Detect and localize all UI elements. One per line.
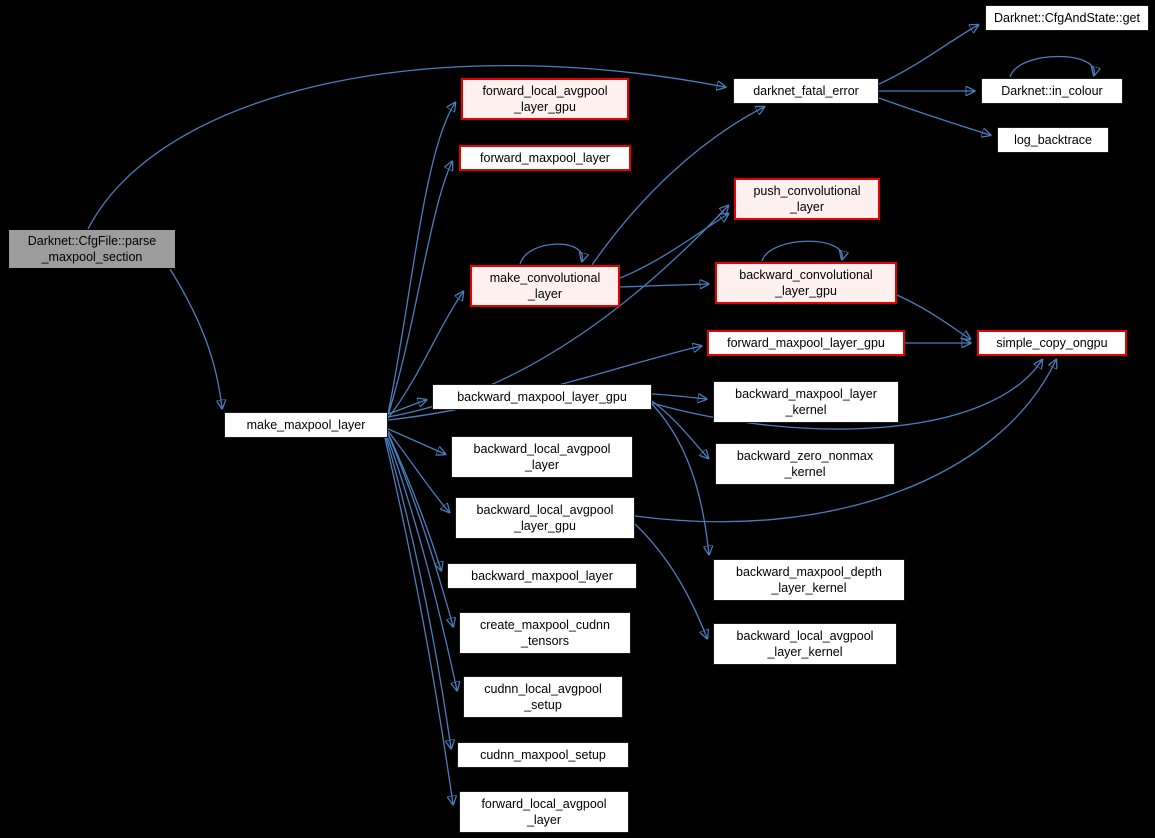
node-backward-maxpool-layer-kernel[interactable]: backward_maxpool_layer _kernel — [713, 381, 899, 423]
edge-backward-maxpool-gpu-to-depth-kernel — [651, 403, 709, 554]
edge-backward-maxpool-gpu-to-kernel — [651, 394, 706, 399]
edge-make-conv-self-loop — [519, 243, 582, 265]
edge-make-conv-to-backward-conv-gpu — [619, 284, 708, 287]
edge-parse-to-make-maxpool-layer — [169, 268, 222, 408]
edge-make-maxpool-to-backward-local-avgpool-layer-gpu — [387, 430, 449, 512]
edge-make-conv-to-darknet-fatal-error — [591, 107, 764, 266]
node-forward-maxpool-layer-gpu[interactable]: forward_maxpool_layer_gpu — [707, 330, 905, 356]
node-backward-convolutional-layer-gpu[interactable]: backward_convolutional _layer_gpu — [715, 262, 897, 304]
node-backward-maxpool-layer-gpu[interactable]: backward_maxpool_layer_gpu — [432, 384, 652, 410]
node-forward-local-avgpool-layer[interactable]: forward_local_avgpool _layer — [459, 791, 629, 833]
edge-make-maxpool-to-make-convolutional-layer — [387, 292, 463, 419]
node-backward-local-avgpool-layer[interactable]: backward_local_avgpool _layer — [451, 436, 633, 478]
node-push-convolutional-layer[interactable]: push_convolutional _layer — [734, 178, 880, 220]
node-forward-local-avgpool-layer-gpu[interactable]: forward_local_avgpool _layer_gpu — [461, 78, 629, 120]
edge-make-maxpool-to-forward-local-avgpool-layer — [384, 437, 453, 804]
node-make-convolutional-layer[interactable]: make_convolutional _layer — [470, 265, 620, 307]
node-darknet-fatal-error[interactable]: darknet_fatal_error — [733, 78, 879, 104]
node-backward-local-avgpool-layer-gpu[interactable]: backward_local_avgpool _layer_gpu — [455, 497, 635, 539]
edge-make-maxpool-to-forward-maxpool-layer — [387, 162, 452, 416]
node-forward-maxpool-layer[interactable]: forward_maxpool_layer — [459, 145, 631, 171]
node-cudnn-local-avgpool-setup[interactable]: cudnn_local_avgpool _setup — [463, 676, 623, 718]
edge-in-colour-self-loop — [1009, 55, 1094, 77]
node-backward-zero-nonmax-kernel[interactable]: backward_zero_nonmax _kernel — [715, 443, 895, 485]
node-backward-local-avgpool-layer-kernel[interactable]: backward_local_avgpool _layer_kernel — [713, 623, 897, 665]
node-backward-maxpool-layer[interactable]: backward_maxpool_layer — [447, 563, 637, 589]
node-cfgandstate-get[interactable]: Darknet::CfgAndState::get — [985, 5, 1149, 31]
edge-backward-local-avgpool-gpu-to-kernel — [634, 523, 707, 638]
node-log-backtrace[interactable]: log_backtrace — [997, 127, 1109, 153]
edge-backward-conv-gpu-to-simple-copy — [896, 294, 970, 339]
edge-make-maxpool-to-cudnn-local-avgpool-setup — [386, 435, 457, 690]
edge-make-conv-to-push-convolutional-layer — [619, 214, 728, 279]
edge-make-maxpool-to-backward-maxpool-layer — [387, 432, 441, 570]
node-cudnn-maxpool-setup[interactable]: cudnn_maxpool_setup — [457, 742, 629, 768]
edge-make-maxpool-to-cudnn-maxpool-setup — [385, 436, 451, 748]
edge-backward-maxpool-gpu-to-zero-nonmax — [651, 400, 708, 458]
edge-make-maxpool-to-backward-maxpool-layer-gpu — [387, 400, 426, 415]
edge-backward-local-avgpool-gpu-to-simple-copy — [634, 360, 1056, 523]
edge-fatal-error-to-cfgandstate-get — [878, 25, 978, 85]
edge-backward-conv-gpu-self-loop — [761, 240, 842, 261]
node-make-maxpool-layer[interactable]: make_maxpool_layer — [224, 412, 388, 438]
node-create-maxpool-cudnn-tensors[interactable]: create_maxpool_cudnn _tensors — [459, 612, 631, 654]
node-in-colour[interactable]: Darknet::in_colour — [981, 78, 1123, 104]
edge-fatal-error-to-log-backtrace — [878, 97, 990, 135]
edge-parse-to-darknet-fatal-error — [87, 64, 725, 230]
node-backward-maxpool-depth-layer-kernel[interactable]: backward_maxpool_depth _layer_kernel — [713, 559, 905, 601]
edge-make-maxpool-to-backward-local-avgpool-layer — [387, 428, 445, 454]
node-simple-copy-ongpu[interactable]: simple_copy_ongpu — [977, 330, 1127, 356]
edge-make-maxpool-to-forward-local-avgpool-gpu — [387, 103, 455, 415]
edge-make-maxpool-to-create-maxpool-cudnn-tensors — [387, 433, 453, 626]
node-parse-maxpool-section[interactable]: Darknet::CfgFile::parse _maxpool_section — [8, 229, 176, 269]
